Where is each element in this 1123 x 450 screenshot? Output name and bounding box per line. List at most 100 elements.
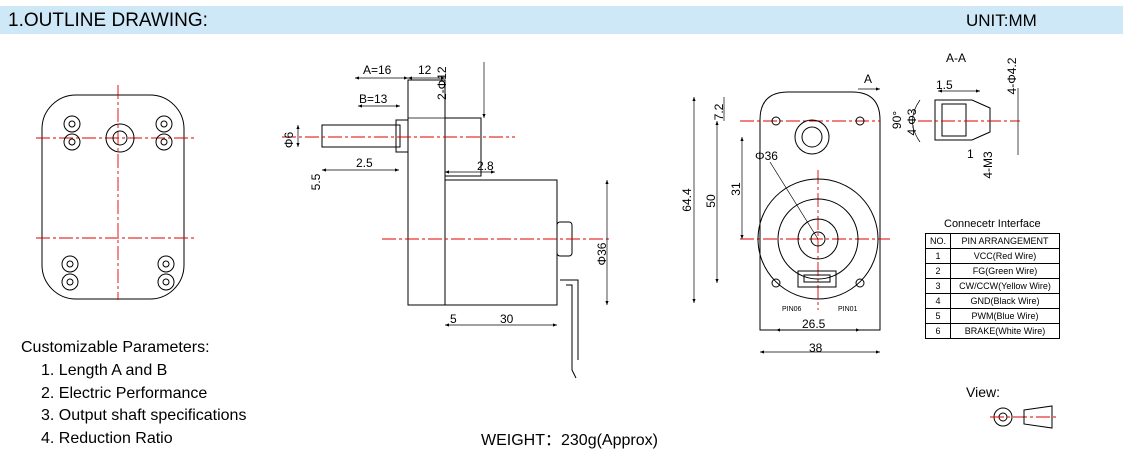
rear-screw-hole: [63, 133, 81, 151]
dim-height-total: 64.4: [680, 188, 694, 212]
table-header-no: NO.: [924, 233, 952, 249]
rear-screw-inner: [160, 120, 168, 128]
front-view: 7.2 64.4 50 31 Φ36 26.5 38 PIN06 PIN01: [680, 91, 890, 355]
front-mount-hole: [771, 116, 781, 126]
dim-hole-spacing: 50: [704, 194, 718, 208]
rear-shaft-hole: [105, 123, 135, 153]
dim-section-thread: 4-M3: [981, 151, 995, 179]
dim-flange-thickness: 12: [418, 63, 432, 77]
dim-b-length: B=13: [359, 92, 388, 106]
section-label: A-A: [946, 51, 966, 65]
rear-screw-hole: [61, 255, 79, 273]
rear-screw-hole: [157, 273, 175, 291]
pin-no: 5: [924, 308, 952, 324]
connector: [797, 270, 837, 288]
pin-desc: FG(Green Wire): [950, 263, 1061, 279]
pin-table-title: Connecetr Interface: [944, 218, 1041, 230]
pin-left-label: PIN06: [782, 306, 802, 313]
unit-label: UNIT:MM: [966, 11, 1037, 30]
pin-right-label: PIN01: [838, 306, 858, 313]
side-view: A=16 12 B=13 2-Φ12 Φ6 5.5 2.5 2.8 Φ36 5 …: [282, 62, 612, 379]
pin-desc: VCC(Red Wire): [950, 248, 1061, 264]
rear-screw-inner: [162, 260, 170, 268]
table-header-arrangement: PIN ARRANGEMENT: [950, 233, 1061, 249]
front-mount-hole: [855, 278, 865, 288]
front-motor-ring: [777, 198, 859, 280]
rear-screw-inner: [162, 278, 170, 286]
dim-section-holes: 4-Φ4.2: [1005, 57, 1019, 94]
section-hatch: [941, 103, 967, 137]
dim-holes-side: 2-Φ12: [435, 66, 449, 100]
dim-top-offset: 7.2: [712, 103, 726, 120]
pin-no: 2: [924, 263, 952, 279]
front-mount-hole: [771, 278, 781, 288]
pin-no: 1: [924, 248, 952, 264]
section-body: [934, 99, 991, 141]
dim-front-width: 38: [809, 341, 823, 355]
rear-screw-inner: [68, 138, 76, 146]
dim-section-holes2: 4-Φ3: [905, 108, 919, 135]
params-title: Customizable Parameters:: [21, 339, 210, 356]
rear-screw-hole: [63, 115, 81, 133]
rear-screw-hole: [155, 133, 173, 151]
dim-section-bottom: 1: [967, 147, 974, 161]
pin-desc: PWM(Blue Wire): [950, 308, 1061, 324]
pin-desc: BRAKE(White Wire): [950, 323, 1061, 339]
gearbox-flange: [407, 79, 446, 306]
front-motor-shaft: [810, 231, 826, 247]
view-label: View:: [966, 384, 1000, 400]
pin-no: 6: [924, 323, 952, 339]
header-bar: 1.OUTLINE DRAWING: UNIT:MM: [0, 6, 1123, 34]
pin-no: 3: [924, 278, 952, 294]
params-item: 1. Length A and B: [41, 362, 168, 379]
output-shaft: [321, 124, 401, 148]
dim-a-length: A=16: [363, 63, 392, 77]
front-output-shaft: [801, 126, 823, 148]
view-cone: [1023, 405, 1053, 429]
arrow-label: A: [864, 72, 872, 86]
motor-cable-end: [566, 284, 577, 379]
params-item: 3. Output shaft specifications: [41, 407, 247, 424]
pin-desc: CW/CCW(Yellow Wire): [950, 278, 1061, 294]
rear-view: [36, 85, 196, 300]
front-motor-outline: [757, 178, 879, 300]
rear-screw-hole: [61, 273, 79, 291]
pin-no: 4: [924, 293, 952, 309]
rear-shaft-inner: [112, 130, 128, 146]
params-item: 4. Reduction Ratio: [41, 429, 173, 447]
params-item: 2. Electric Performance: [41, 384, 208, 402]
customizable-parameters: Customizable Parameters: 1. Length A and…: [21, 339, 246, 450]
weight-label: WEIGHT：230g(Approx): [481, 432, 658, 449]
dim-shaft-dia: Φ6: [282, 132, 296, 149]
front-housing: [759, 91, 881, 331]
dim-motor-shoulder: 5: [450, 312, 457, 326]
front-motor-hub: [797, 218, 839, 260]
motor-can: [444, 179, 558, 306]
table-header-row: NO. PIN ARRANGEMENT: [924, 233, 1061, 249]
dim-motor-dia-side: Φ36: [595, 242, 609, 265]
rear-screw-inner: [66, 278, 74, 286]
projection-symbol: [990, 405, 1058, 429]
pin-desc: GND(Black Wire): [950, 293, 1061, 309]
dim-connector-width: 26.5: [802, 317, 826, 331]
rear-screw-hole: [155, 115, 173, 133]
section-title: 1.OUTLINE DRAWING:: [8, 10, 208, 31]
flange-boss-body: [444, 117, 482, 177]
rear-screw-inner: [160, 138, 168, 146]
dim-front-motor-dia: Φ36: [755, 149, 778, 163]
motor-cable: [560, 279, 579, 360]
dim-angle: 90°: [890, 111, 904, 129]
dim-shaft-gap: 2.8: [477, 159, 494, 173]
dim-shaft-step: 2.5: [356, 156, 373, 170]
dim-shaft-flat: 5.5: [309, 173, 323, 190]
rear-plate: [41, 94, 185, 300]
dim-section-top: 1.5: [936, 78, 953, 92]
